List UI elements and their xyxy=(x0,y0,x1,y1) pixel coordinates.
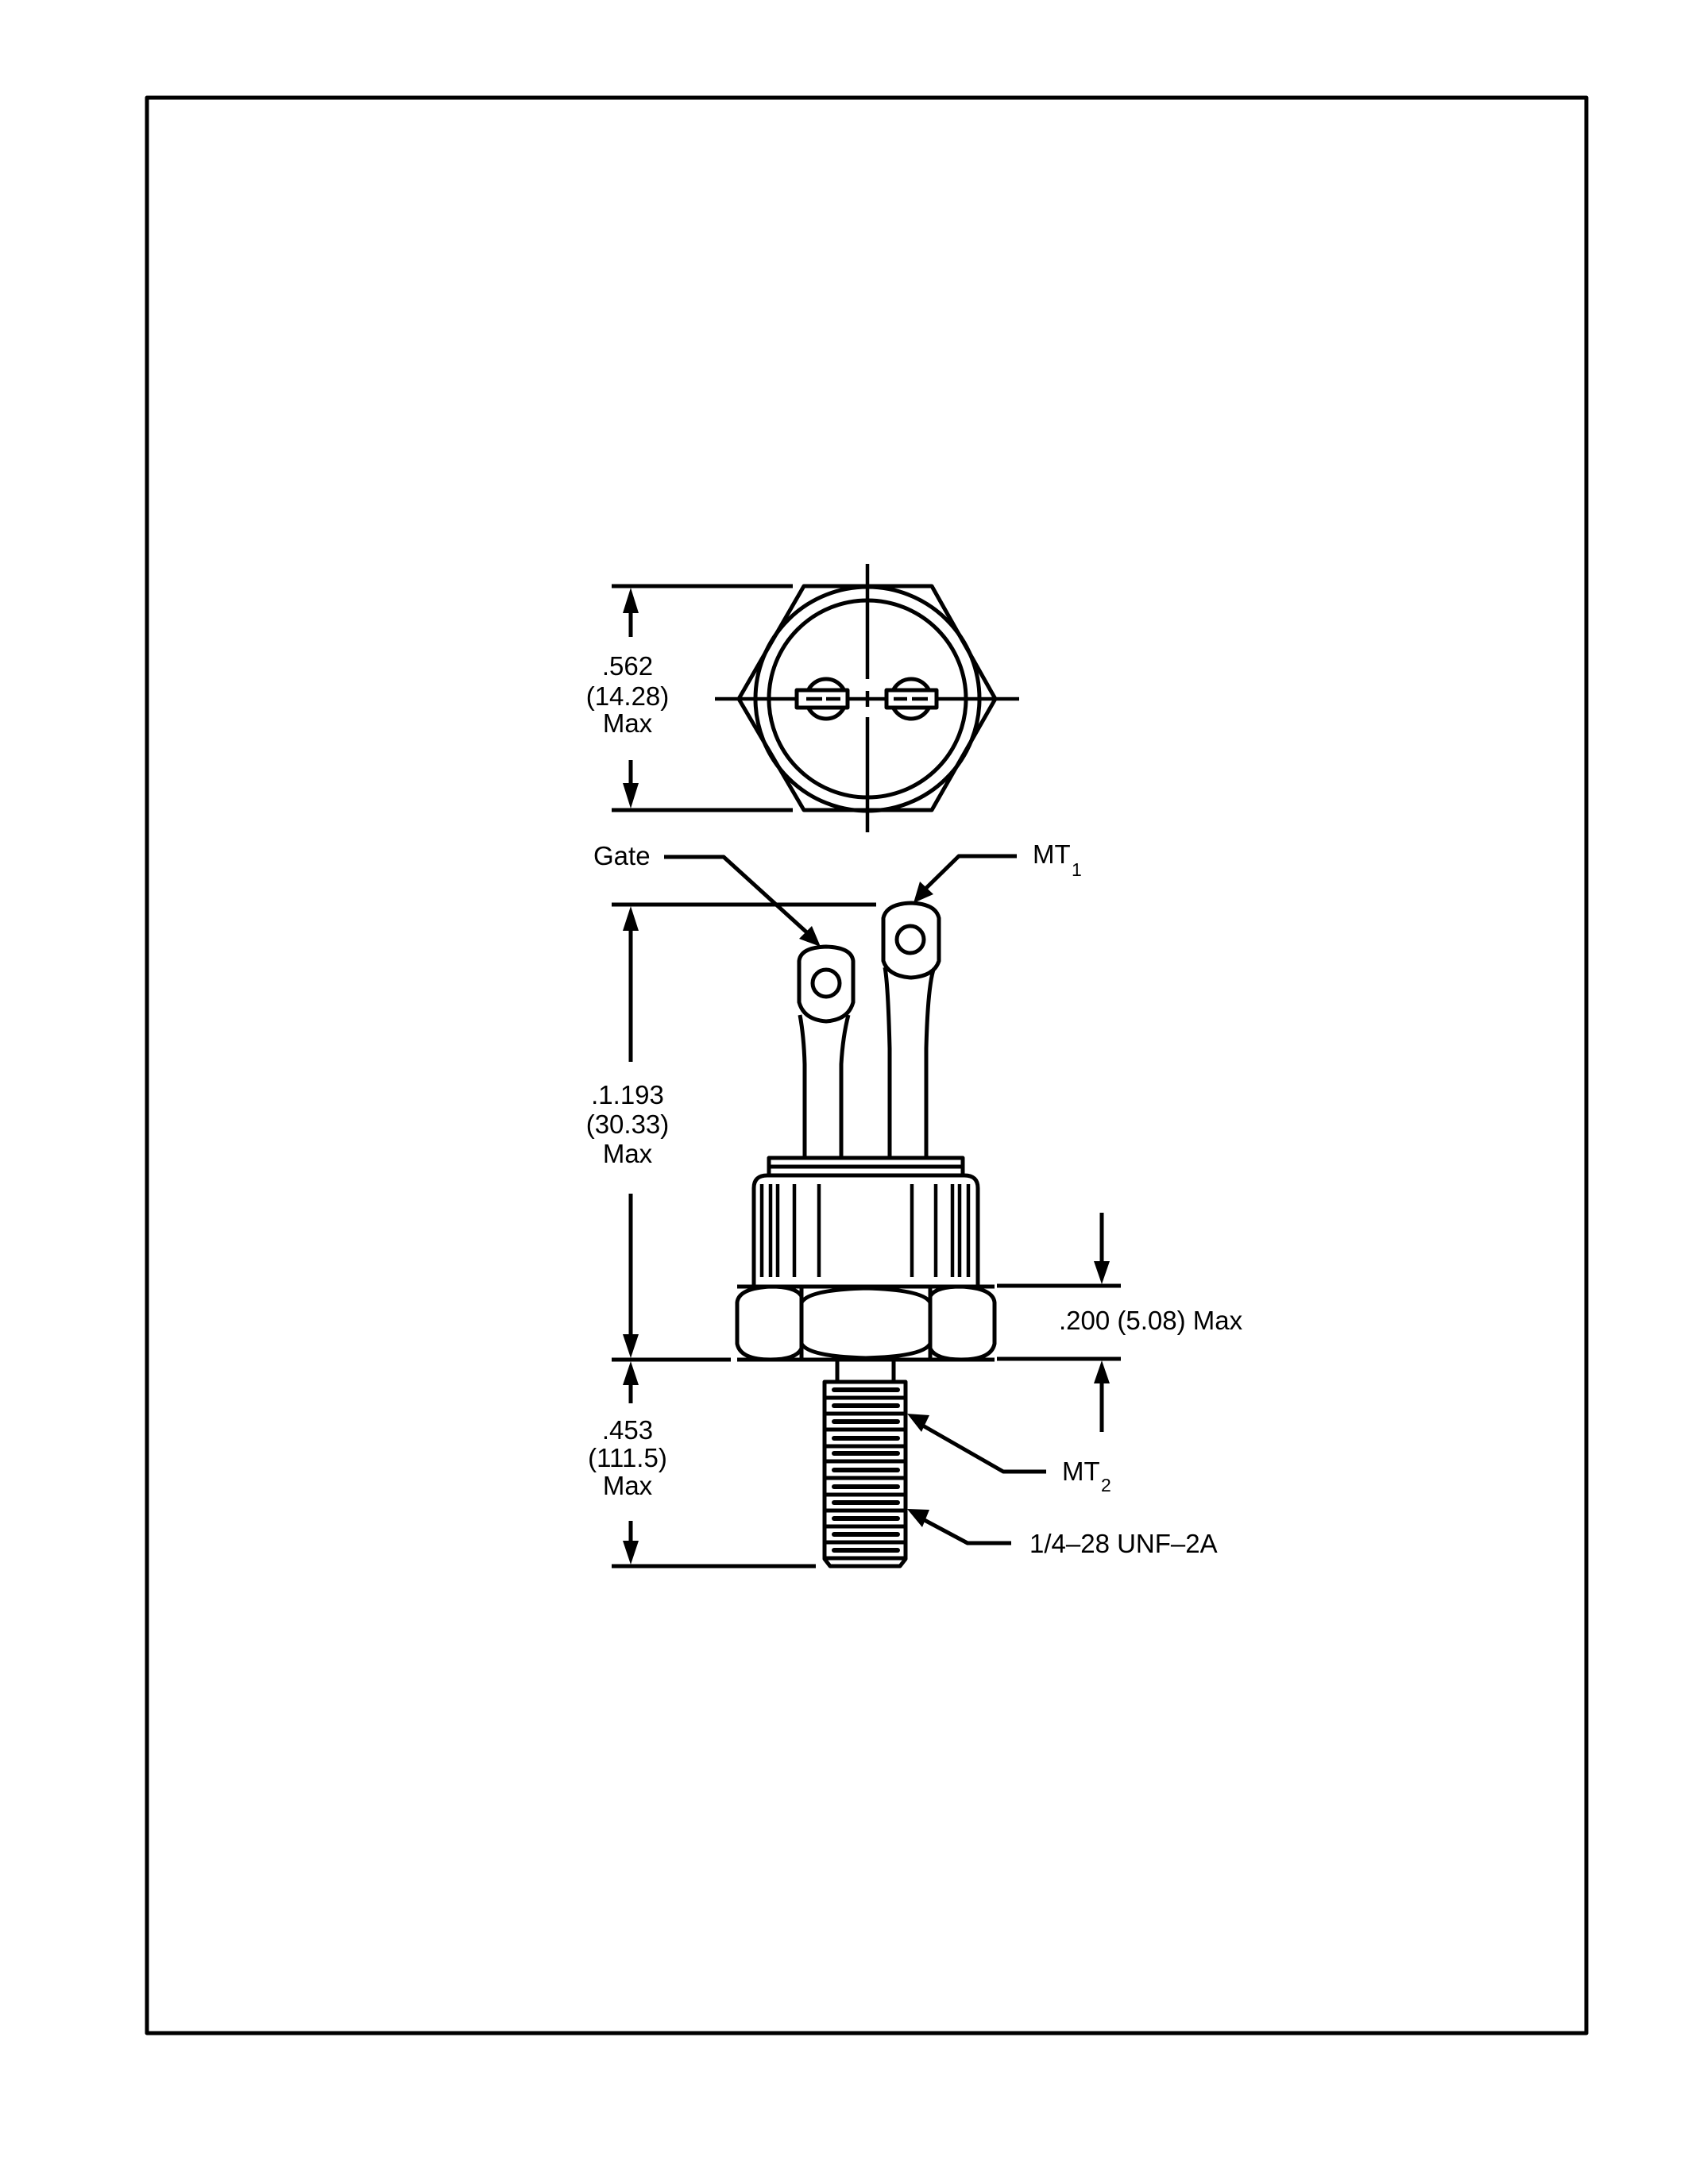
callout-mt1: MT 1 xyxy=(914,839,1082,903)
top-view-terminal-right xyxy=(884,677,939,721)
mt1-label-subscript: 1 xyxy=(1072,859,1082,880)
mt2-label-subscript: 2 xyxy=(1101,1475,1111,1495)
dim-453-mm: (111.5) xyxy=(588,1443,667,1472)
arrow-icon xyxy=(799,926,821,947)
arrow-up-icon xyxy=(623,588,639,613)
inner-circle xyxy=(767,598,968,800)
thread-label: 1/4–28 UNF–2A xyxy=(1029,1529,1218,1558)
threaded-stud xyxy=(822,1360,908,1569)
arrow-down-icon xyxy=(623,783,639,808)
top-view xyxy=(715,564,1019,832)
knurled-body xyxy=(751,1173,980,1287)
arrow-up-icon xyxy=(1094,1360,1110,1383)
page-border xyxy=(145,95,1589,2035)
arrow-icon xyxy=(914,882,933,903)
dim-562-inch: .562 xyxy=(602,651,653,681)
side-view xyxy=(735,901,997,1569)
callout-mt2: MT 2 xyxy=(907,1414,1111,1495)
dim-562-qualifier: Max xyxy=(603,708,653,738)
callout-gate: Gate xyxy=(593,841,821,947)
arrow-up-icon xyxy=(623,1361,639,1385)
dim-562-mm: (14.28) xyxy=(586,681,670,711)
mt1-lead xyxy=(881,901,941,1157)
callout-thread: 1/4–28 UNF–2A xyxy=(907,1509,1218,1558)
mt2-label: MT xyxy=(1062,1457,1100,1486)
dimension-stud-length: .453 (111.5) Max xyxy=(588,1357,816,1569)
arrow-icon xyxy=(907,1509,929,1527)
dim-453-qualifier: Max xyxy=(603,1471,653,1500)
collar xyxy=(767,1156,965,1178)
gate-lug-hole xyxy=(810,967,842,999)
gate-lead xyxy=(797,944,856,1157)
arrow-down-icon xyxy=(623,1334,639,1358)
dimension-overall-height: .1.193 (30.33) Max xyxy=(586,902,876,1358)
arrow-icon xyxy=(907,1414,929,1432)
mt1-lug xyxy=(881,901,941,980)
mt1-label: MT xyxy=(1033,839,1071,869)
top-view-terminal-left xyxy=(794,677,850,721)
gate-lug xyxy=(797,944,856,1024)
arrow-down-icon xyxy=(1094,1261,1110,1284)
dim-1193-inch: .1.193 xyxy=(591,1080,664,1109)
outer-circle xyxy=(753,585,982,813)
dim-1193-qualifier: Max xyxy=(603,1139,653,1168)
dim-1193-mm: (30.33) xyxy=(586,1109,670,1139)
dim-453-inch: .453 xyxy=(602,1415,653,1445)
arrow-down-icon xyxy=(623,1541,639,1565)
gate-label: Gate xyxy=(593,841,651,870)
arrow-up-icon xyxy=(623,906,639,931)
dimension-hex-thickness: .200 (5.08) Max xyxy=(997,1213,1243,1432)
hex-outline xyxy=(736,584,998,812)
hex-nut-side xyxy=(735,1284,997,1362)
dimension-hex-across-flats: .562 (14.28) Max xyxy=(586,584,793,812)
mt1-lug-hole xyxy=(894,924,926,955)
dim-200-label: .200 (5.08) Max xyxy=(1059,1306,1243,1335)
